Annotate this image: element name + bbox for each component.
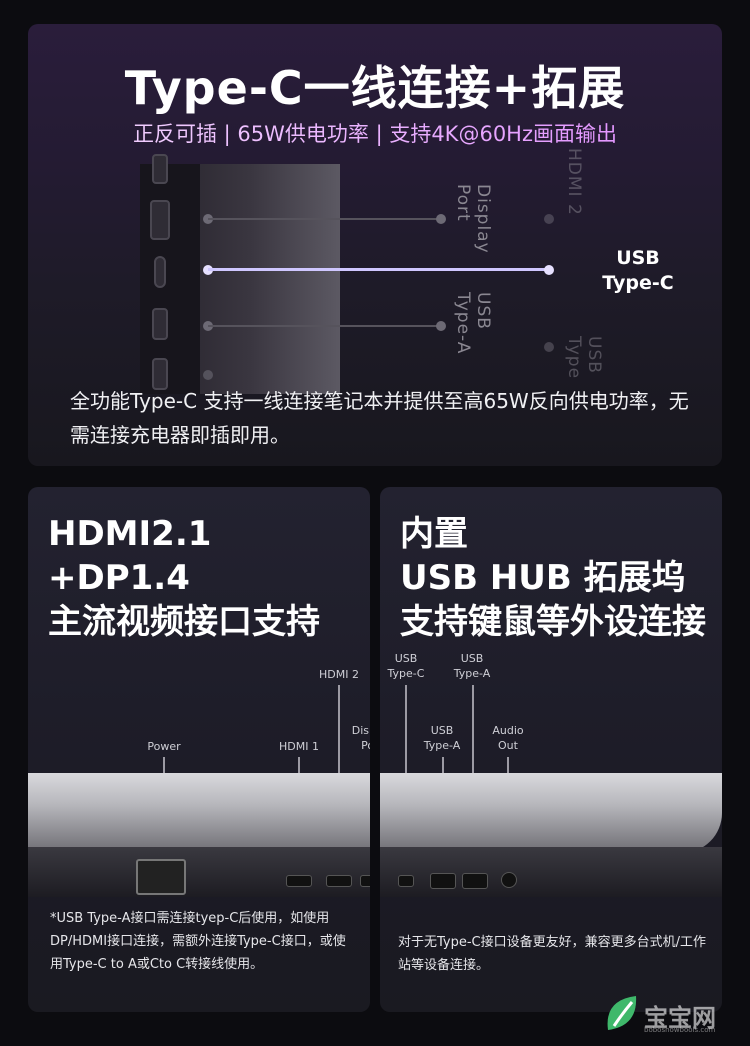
hdmi1-label: HDMI 1	[279, 740, 319, 753]
usb-c-connector-line	[208, 268, 548, 271]
usb-c-label: USB Type-C	[387, 652, 425, 680]
usb-partial-label: USB Type	[564, 336, 604, 380]
usb-a-port-2	[152, 358, 168, 390]
hdmi2-label: HDMI 2	[319, 668, 359, 681]
monitor-body-right	[380, 773, 722, 853]
hdmi1-port	[286, 875, 312, 887]
type-c-description: 全功能Type-C 支持一线连接笔记本并提供至高65W反向供电功率，无需连接充电…	[70, 389, 689, 447]
watermark-text: 宝宝网	[644, 1004, 716, 1032]
audio-port	[501, 872, 517, 888]
dp-port	[360, 875, 370, 887]
watermark-sub: bobosnowbools.com	[644, 1026, 716, 1034]
type-c-feature-card: Type-C一线连接+拓展 正反可插 | 65W供电功率 | 支持4K@60Hz…	[28, 24, 722, 466]
power-label: Power	[147, 740, 181, 753]
usb-a-connector-line	[208, 325, 440, 327]
usb-type-a-label: USB Type-A	[453, 292, 493, 355]
usb-hub-note: 对于无Type-C接口设备更友好，兼容更多台式机/工作站等设备连接。	[398, 935, 707, 973]
leaf-logo-icon	[607, 996, 637, 1030]
usb-a-port-2	[462, 873, 488, 889]
usb-a2-dot-start	[203, 370, 213, 380]
usb-a-port	[152, 308, 168, 340]
panel-shadow	[140, 164, 200, 394]
hdmi2-port	[326, 875, 352, 887]
port-top	[152, 154, 168, 184]
usb-a1-stem	[472, 685, 474, 857]
monitor-body	[28, 773, 370, 853]
display-port-label: Display Port	[453, 184, 493, 254]
feature-subtitle: 正反可插 | 65W供电功率 | 支持4K@60Hz画面输出	[28, 118, 722, 148]
hdmi2-stem	[338, 685, 340, 857]
power-port	[136, 859, 186, 895]
usb2-dot	[544, 342, 554, 352]
video-interface-title: HDMI2.1 +DP1.4 主流视频接口支持	[48, 514, 320, 642]
usb-c-stem	[405, 685, 407, 857]
watermark-logo: 宝宝网 bobosnowbools.com	[600, 990, 745, 1040]
usb-c-port	[398, 875, 414, 887]
usb-a2-label: USB Type-A	[423, 724, 461, 752]
usb-a-port-1	[430, 873, 456, 889]
usb-hub-title: 内置 USB HUB 拓展坞 支持键鼠等外设连接	[400, 514, 706, 642]
usb-hub-card: 内置 USB HUB 拓展坞 支持键鼠等外设连接 USB Type-C USB …	[380, 487, 722, 1012]
page-title: Type-C一线连接+拓展	[124, 61, 626, 115]
usb-note: *USB Type-A接口需连接tyep-C后使用，如使用DP/HDMI接口连接…	[50, 911, 346, 972]
usb-a-dot-end	[436, 321, 446, 331]
video-interface-card: HDMI2.1 +DP1.4 主流视频接口支持 Power HDMI 1 HDM…	[28, 487, 370, 1012]
usb-c-dot-end	[544, 265, 554, 275]
dp2-dot	[544, 214, 554, 224]
dp-dot-end	[436, 214, 446, 224]
usb-c-port	[154, 256, 166, 288]
monitor-base	[28, 847, 370, 897]
audio-label: Audio Out	[492, 724, 524, 752]
usb-a1-label: USB Type-A	[453, 652, 491, 680]
usb-type-c-label: USB Type-C	[602, 247, 674, 294]
dp-label: Display Port	[351, 724, 370, 752]
dp-connector-line	[208, 218, 440, 220]
hdmi2-label: HDMI 2	[564, 148, 584, 216]
monitor-base-right	[380, 847, 722, 897]
hdmi-port	[150, 200, 170, 240]
